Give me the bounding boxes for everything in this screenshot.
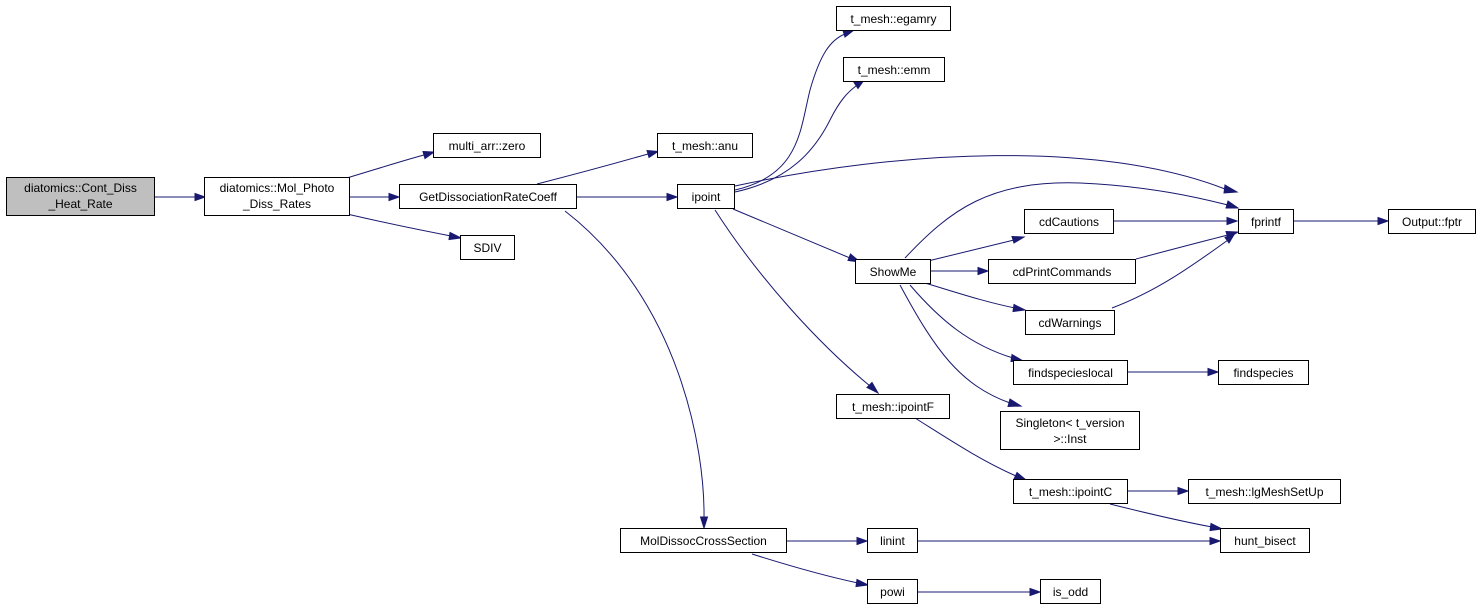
node-linint[interactable]: linint	[867, 528, 918, 553]
node-hunt-bisect[interactable]: hunt_bisect	[1220, 528, 1310, 553]
edge-cont-diss-to-mol-photo	[155, 192, 207, 202]
node-multi-arr-zero[interactable]: multi_arr::zero	[433, 133, 541, 158]
edge-get-diss-to-mol-dissoc	[564, 210, 709, 530]
node-label: linint	[880, 534, 905, 548]
node-t-mesh-emm[interactable]: t_mesh::emm	[843, 57, 945, 82]
node-label: findspecieslocal	[1028, 366, 1113, 380]
node-label: t_mesh::emm	[858, 63, 931, 77]
node-cd-warnings[interactable]: cdWarnings	[1025, 310, 1115, 335]
node-label: cdPrintCommands	[1013, 265, 1112, 279]
node-label: MolDissocCrossSection	[640, 534, 767, 548]
node-t-mesh-anu[interactable]: t_mesh::anu	[657, 133, 753, 158]
edge-get-diss-to-anu	[536, 149, 660, 185]
edge-ipoint-to-showme	[732, 208, 862, 263]
edge-ipoint-to-ipointf	[714, 209, 880, 395]
node-label: multi_arr::zero	[449, 139, 526, 153]
node-label-line-1: diatomics::Mol_Photo	[220, 181, 335, 195]
edge-linint-to-hunt-bisect	[917, 536, 1222, 546]
node-label-line-1: diatomics::Cont_Diss	[24, 181, 137, 195]
node-label: t_mesh::lgMeshSetUp	[1205, 485, 1323, 499]
node-label-line-2: _Heat_Rate	[47, 197, 112, 211]
node-t-mesh-egamry[interactable]: t_mesh::egamry	[836, 6, 951, 31]
edge-showme-to-findspecieslocal	[909, 284, 1025, 363]
node-label: findspecies	[1233, 366, 1293, 380]
node-label: fprintf	[1251, 215, 1282, 229]
node-findspecieslocal[interactable]: findspecieslocal	[1013, 360, 1128, 385]
node-t-mesh-lg-mesh-set-up[interactable]: t_mesh::lgMeshSetUp	[1188, 479, 1341, 504]
node-label: GetDissociationRateCoeff	[419, 190, 558, 204]
node-is-odd[interactable]: is_odd	[1040, 579, 1101, 604]
edge-findspecieslocal-to-findspecies	[1128, 367, 1220, 377]
node-powi[interactable]: powi	[867, 579, 918, 604]
node-show-me[interactable]: ShowMe	[855, 259, 931, 284]
node-cont-diss-heat-rate[interactable]: diatomics::Cont_Diss _Heat_Rate	[6, 177, 155, 216]
node-findspecies[interactable]: findspecies	[1218, 360, 1309, 385]
node-label: t_mesh::anu	[672, 139, 738, 153]
node-label: cdCautions	[1039, 215, 1099, 229]
node-label: is_odd	[1053, 585, 1088, 599]
node-mol-photo-diss-rates[interactable]: diatomics::Mol_Photo _Diss_Rates	[204, 177, 350, 216]
edge-ipointc-to-lgmeshsetup	[1128, 486, 1190, 496]
edge-fprintf-to-output-fptr	[1294, 216, 1390, 226]
node-label: t_mesh::ipointC	[1029, 485, 1113, 499]
node-label: powi	[880, 585, 905, 599]
node-label-line-1: Singleton< t_version	[1015, 416, 1124, 430]
node-ipoint[interactable]: ipoint	[677, 184, 735, 209]
edge-showme-to-cdprintcommands	[931, 266, 990, 276]
node-label: t_mesh::ipointF	[852, 400, 934, 414]
edge-cdprintcommands-to-fprintf	[1135, 230, 1240, 260]
edge-showme-to-cdcautions	[927, 235, 1026, 262]
edge-showme-to-singleton	[899, 284, 1023, 408]
edge-cdwarnings-to-fprintf	[1111, 231, 1237, 309]
node-label-line-2: >::Inst	[1053, 432, 1087, 446]
edge-showme-to-cdwarnings	[924, 282, 1027, 313]
edge-mol-dissoc-to-powi	[751, 553, 870, 588]
node-fprintf[interactable]: fprintf	[1238, 209, 1294, 234]
edge-showme-to-fprintf	[904, 182, 1240, 259]
node-mol-dissoc-cross-section[interactable]: MolDissocCrossSection	[620, 528, 787, 553]
edge-get-diss-to-ipoint	[576, 192, 679, 202]
edge-mol-photo-to-multi-arr-zero	[346, 150, 436, 179]
node-label-line-2: _Diss_Rates	[242, 197, 311, 211]
edge-mol-photo-to-get-dissociation	[350, 192, 401, 202]
node-t-mesh-ipoint-f[interactable]: t_mesh::ipointF	[836, 394, 950, 419]
edge-mol-dissoc-to-linint	[787, 536, 869, 546]
edge-cdcautions-to-fprintf	[1114, 216, 1239, 226]
node-label: cdWarnings	[1039, 316, 1102, 330]
edge-powi-to-is-odd	[917, 587, 1042, 597]
node-label: ipoint	[692, 190, 721, 204]
node-cd-cautions[interactable]: cdCautions	[1024, 209, 1114, 234]
node-label: t_mesh::egamry	[850, 12, 936, 26]
node-t-mesh-ipoint-c[interactable]: t_mesh::ipointC	[1013, 479, 1128, 504]
edge-ipoint-to-fprintf	[734, 155, 1239, 194]
node-singleton-inst[interactable]: Singleton< t_version >::Inst	[1000, 411, 1140, 450]
node-get-dissociation-rate-coeff[interactable]: GetDissociationRateCoeff	[399, 184, 577, 209]
edge-ipoint-to-emm	[734, 79, 866, 193]
node-cd-print-commands[interactable]: cdPrintCommands	[988, 259, 1136, 284]
edge-ipointc-to-hunt-bisect	[1109, 503, 1224, 532]
node-label: Output::fptr	[1402, 215, 1462, 229]
node-label: hunt_bisect	[1234, 534, 1296, 548]
edge-ipoint-to-egamry	[734, 29, 856, 191]
edge-mol-photo-to-sdiv	[346, 213, 463, 241]
node-output-fptr[interactable]: Output::fptr	[1388, 209, 1476, 234]
node-label: SDIV	[473, 241, 501, 255]
node-label: ShowMe	[870, 265, 917, 279]
node-sdiv[interactable]: SDIV	[460, 235, 515, 260]
